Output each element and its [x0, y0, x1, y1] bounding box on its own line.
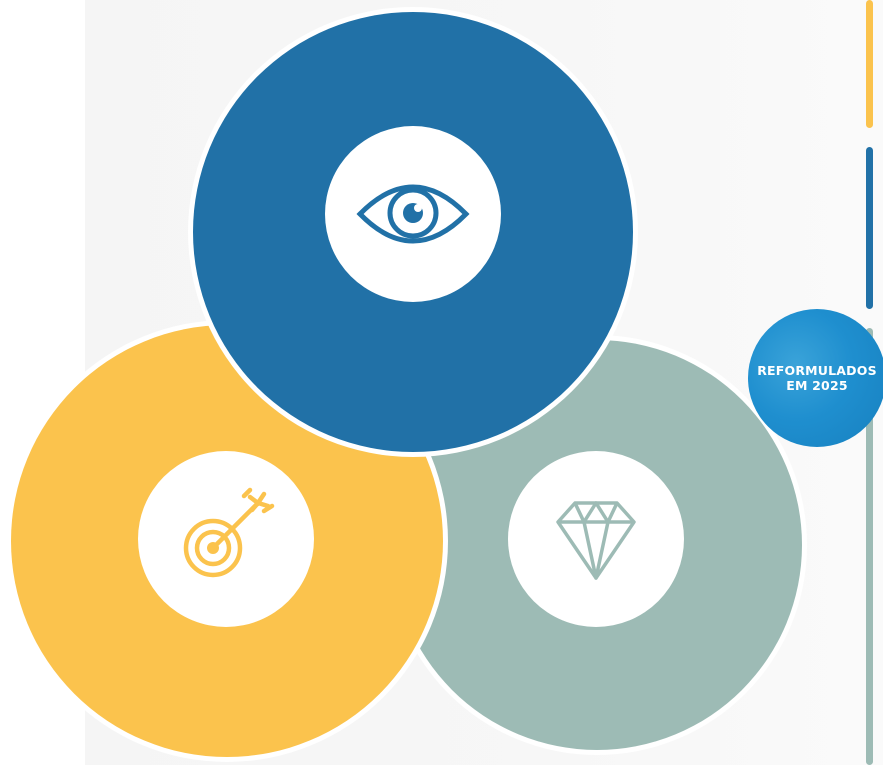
badge-line-1: REFORMULADOS [757, 363, 877, 378]
reformulated-badge: REFORMULADOS EM 2025 [748, 309, 883, 447]
badge-line-2: EM 2025 [786, 378, 848, 393]
target-icon [183, 487, 275, 578]
diamond-icon [556, 501, 636, 580]
values-icon-disc [508, 451, 684, 627]
eye-icon [356, 184, 470, 244]
side-bar-yellow [866, 0, 873, 128]
side-bar-sage [866, 328, 873, 765]
side-bar-blue [866, 147, 873, 309]
